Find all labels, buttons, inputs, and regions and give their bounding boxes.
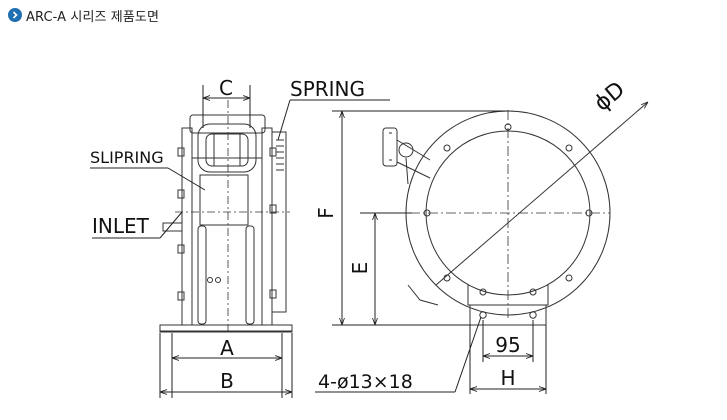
dimension-label-f: F [314,207,338,219]
dimension-label-d: ϕD [590,77,630,116]
dimension-label-95: 95 [495,333,520,357]
side-view [159,100,293,335]
page-header: ARC-A 시리즈 제품도면 [8,6,160,25]
slipring-leader [90,167,206,191]
label-holes: 4-ø13×18 [318,371,413,393]
dimension-95-h [469,320,547,394]
dimension-label-e: E [348,262,372,275]
dimension-f-e [332,110,508,326]
inlet-leader [92,211,183,239]
dimension-c [202,85,251,128]
dimension-label-b: B [220,369,234,393]
holes-leader [315,316,482,393]
label-spring: SPRING [290,77,365,101]
label-slipring: SLIPRING [90,148,164,167]
chevron-right-circle-icon [8,8,22,22]
label-inlet: INLET [92,214,150,238]
page-title: ARC-A 시리즈 제품도면 [26,9,160,25]
spring-leader [277,99,390,141]
dimension-a-b [159,333,293,398]
dimension-label-a: A [220,336,234,360]
front-view [382,102,648,326]
dimension-label-h: H [500,366,515,390]
dimension-label-c: C [219,76,233,100]
